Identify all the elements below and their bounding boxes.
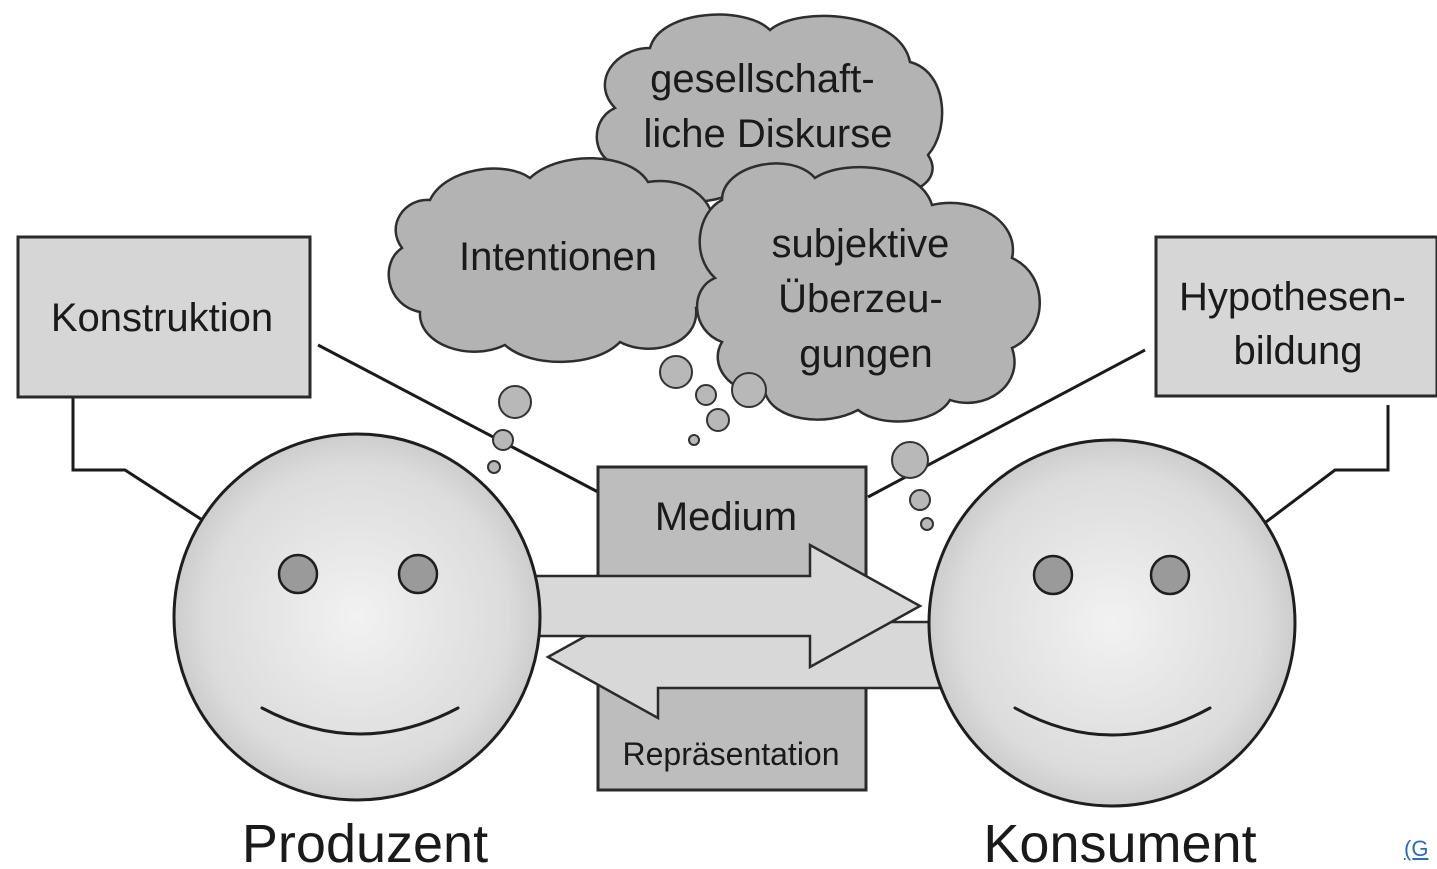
producer-label: Produzent [242,814,488,869]
connector-konstruktion-medium [317,343,599,494]
hypothesenbildung-label: Hypothesen- bildung [1179,275,1417,373]
thought-bubble [688,434,700,446]
society-discourse-line-1: gesellschaft- [650,57,875,101]
thought-bubble [695,384,717,406]
intentions-label: Intentionen [459,235,657,279]
consumer-smile [1013,706,1212,737]
source-link[interactable]: (G [1404,836,1429,861]
connector-konstruktion-producer [71,398,211,527]
thought-bubble [891,441,929,479]
thought-bubble [492,429,514,451]
hypothesenbildung-box [1154,235,1437,398]
thought-bubble [920,517,934,531]
producer-left-eye [277,553,319,595]
intentions-cloud [387,156,727,364]
beliefs-line-3: gungen [799,332,932,376]
beliefs-line-1: subjektive [772,222,950,266]
consumer-face [927,438,1297,808]
consumer-label: Konsument [983,814,1256,869]
konstruktion-box [16,235,312,399]
thought-bubble [487,460,501,474]
society-discourse-line-2: liche Diskurse [644,112,893,156]
consumer-left-eye [1032,554,1074,596]
connector-hypothesen-consumer [1261,405,1390,527]
hypothesenbildung-line-1: Hypothesen- [1179,275,1406,319]
thought-bubble [706,408,730,432]
beliefs-cloud [695,162,1041,423]
producer-right-eye [397,553,439,595]
thought-bubble [498,385,532,419]
consumer-right-eye [1149,554,1191,596]
transmission-arrow [526,542,923,670]
medium-subtitle: Repräsentation [622,736,839,772]
producer-face [172,432,542,802]
producer-smile [260,706,460,736]
beliefs-line-2: Überzeu- [778,277,943,321]
konstruktion-label: Konstruktion [51,296,273,340]
hypothesenbildung-line-2: bildung [1233,329,1362,373]
medium-title: Medium [655,495,797,539]
thought-bubble [731,372,767,408]
thought-bubble [659,355,693,389]
beliefs-label: subjektive Überzeu- gungen [772,222,961,376]
thought-bubble [909,489,931,511]
society-discourse-label: gesellschaft- liche Diskurse [644,57,893,156]
